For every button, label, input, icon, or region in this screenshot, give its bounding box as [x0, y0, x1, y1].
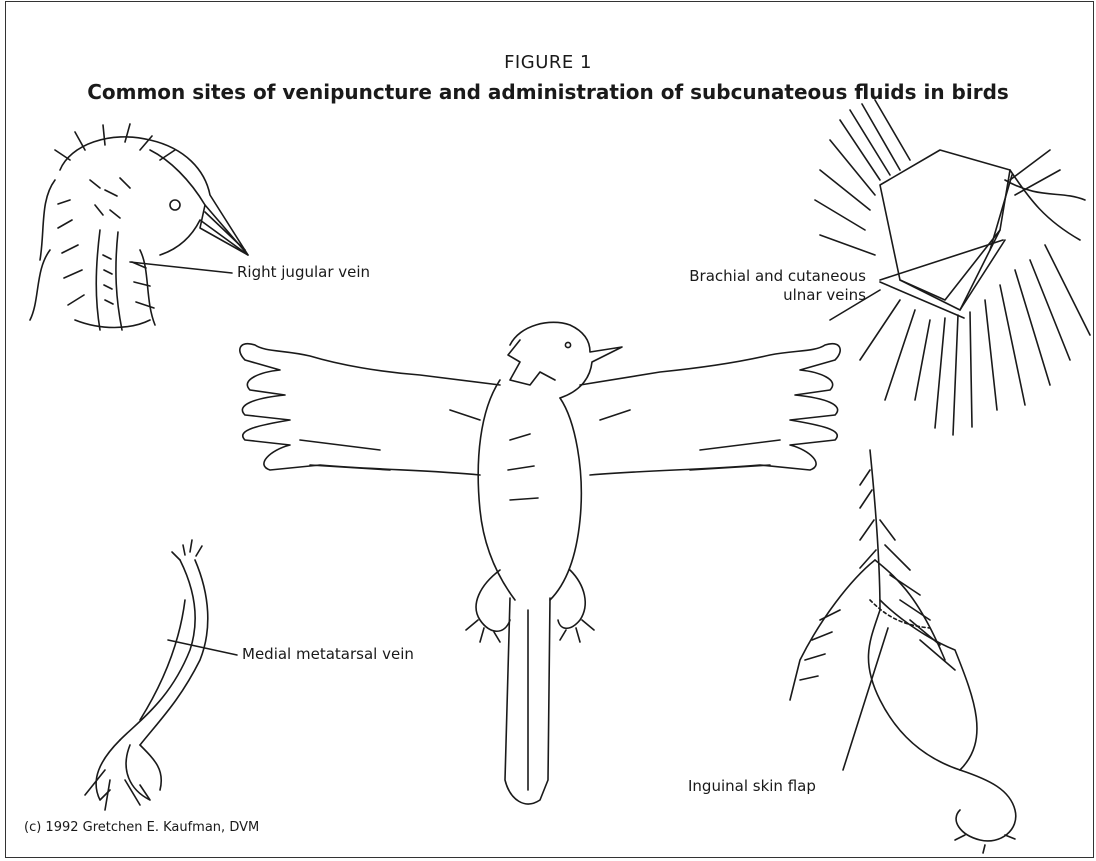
- label-inguinal-skin-flap: Inguinal skin flap: [688, 777, 816, 796]
- leg-illustration: [85, 540, 208, 810]
- inguinal-pointer-line: [843, 628, 888, 770]
- label-right-jugular-vein: Right jugular vein: [237, 263, 370, 282]
- bird-head-illustration: [30, 124, 248, 330]
- brachial-pointer-line-lower: [880, 282, 964, 318]
- label-brachial-ulnar-veins: Brachial and cutaneous ulnar veins: [626, 267, 866, 305]
- inguinal-illustration: [790, 450, 1016, 853]
- copyright-notice: (c) 1992 Gretchen E. Kaufman, DVM: [24, 820, 259, 835]
- label-brachial-line1: Brachial and cutaneous: [626, 267, 866, 286]
- central-bird-illustration: [240, 322, 840, 804]
- label-brachial-line2: ulnar veins: [626, 286, 866, 305]
- label-medial-metatarsal-vein: Medial metatarsal vein: [242, 645, 414, 664]
